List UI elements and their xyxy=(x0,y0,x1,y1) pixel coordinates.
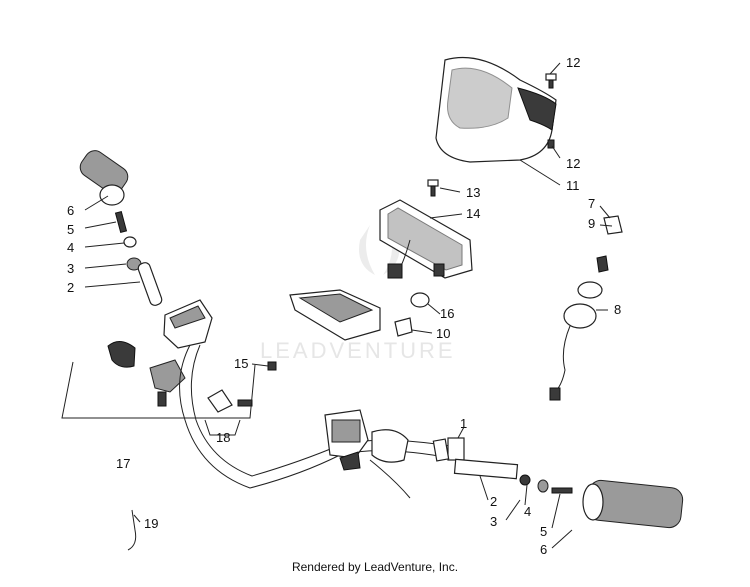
callout-12-top: 12 xyxy=(566,55,580,70)
callout-5-left: 5 xyxy=(67,222,74,237)
ignition-switch xyxy=(549,215,623,401)
instrument-cluster xyxy=(379,199,473,279)
callout-16: 16 xyxy=(440,306,454,321)
grommet-16 xyxy=(410,292,430,308)
watermark: LEADVENTURE xyxy=(260,220,456,363)
right-washer xyxy=(537,479,549,493)
screw-12-bottom xyxy=(547,139,555,149)
callout-4-right: 4 xyxy=(524,504,531,519)
callout-9: 9 xyxy=(588,216,595,231)
callout-10: 10 xyxy=(436,326,450,341)
throttle-housing xyxy=(324,409,411,499)
left-end-screw xyxy=(114,210,128,234)
watermark-text: LEADVENTURE xyxy=(260,338,456,363)
callout-5-right: 5 xyxy=(540,524,547,539)
bracket-10 xyxy=(289,289,413,341)
right-end-screw xyxy=(551,487,573,494)
callout-19: 19 xyxy=(144,516,158,531)
callout-6-right: 6 xyxy=(540,542,547,557)
brake-lever-assembly xyxy=(107,341,186,407)
bar-clamp xyxy=(432,438,450,462)
callout-3-right: 3 xyxy=(490,514,497,529)
bar-end xyxy=(447,437,465,461)
callout-14: 14 xyxy=(466,206,480,221)
cable-19 xyxy=(127,509,137,551)
callout-15: 15 xyxy=(234,356,248,371)
left-switch-housing xyxy=(163,299,213,349)
footer-credit: Rendered by LeadVenture, Inc. xyxy=(291,560,459,574)
callout-18: 18 xyxy=(216,430,230,445)
clamp-18 xyxy=(207,389,253,413)
right-grip xyxy=(582,479,684,529)
callout-7: 7 xyxy=(588,196,595,211)
right-bushing xyxy=(519,474,531,486)
callout-2-right: 2 xyxy=(490,494,497,509)
right-weight xyxy=(453,458,519,480)
callout-17: 17 xyxy=(116,456,130,471)
callout-labels: 6 5 4 3 2 12 12 11 13 14 7 9 8 16 10 15 … xyxy=(67,55,621,557)
left-washer xyxy=(123,236,137,248)
leader-lines xyxy=(61,62,613,549)
headlight-pod xyxy=(435,56,557,163)
clip-15 xyxy=(267,361,277,371)
callout-3-left: 3 xyxy=(67,261,74,276)
callout-2-left: 2 xyxy=(67,280,74,295)
callout-4-left: 4 xyxy=(67,240,74,255)
callout-11: 11 xyxy=(566,178,580,193)
left-weight xyxy=(137,262,163,306)
callout-8: 8 xyxy=(614,302,621,317)
callout-1: 1 xyxy=(460,416,467,431)
callout-6-left: 6 xyxy=(67,203,74,218)
left-grip xyxy=(79,150,129,206)
screw-12-top xyxy=(545,73,557,89)
screw-13 xyxy=(427,179,439,197)
callout-13: 13 xyxy=(466,185,480,200)
callout-12-bottom: 12 xyxy=(566,156,580,171)
handlebar xyxy=(179,344,451,489)
